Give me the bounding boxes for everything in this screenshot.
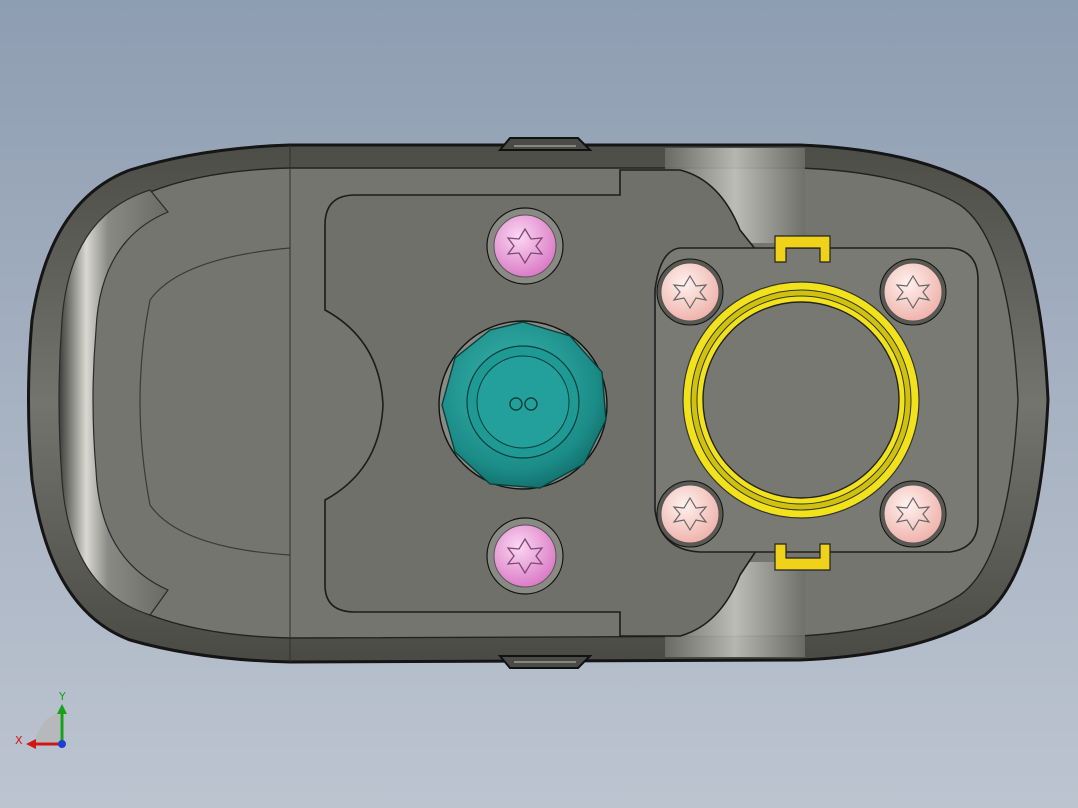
left-end-cap[interactable]	[58, 189, 169, 616]
screw-top-left[interactable]	[656, 258, 724, 326]
x-axis-label: X	[15, 734, 23, 747]
y-axis-label: Y	[58, 690, 66, 703]
coordinate-triad: Y X	[15, 690, 67, 749]
screw-bottom-left[interactable]	[656, 480, 724, 548]
left-recess	[139, 247, 291, 556]
center-nut[interactable]	[438, 320, 608, 490]
bottom-clip[interactable]	[774, 543, 831, 571]
z-axis-dot-icon	[58, 740, 66, 748]
screw-bottom-right[interactable]	[879, 480, 947, 548]
gasket-ring[interactable]	[682, 281, 920, 519]
bottom-latch-tab[interactable]	[497, 655, 593, 669]
screw-pink-top[interactable]	[486, 207, 564, 285]
screw-pink-bottom[interactable]	[486, 517, 564, 595]
screw-top-right[interactable]	[879, 258, 947, 326]
top-clip[interactable]	[774, 235, 831, 263]
top-latch-tab[interactable]	[497, 137, 593, 151]
triad-plane-icon	[35, 712, 60, 742]
